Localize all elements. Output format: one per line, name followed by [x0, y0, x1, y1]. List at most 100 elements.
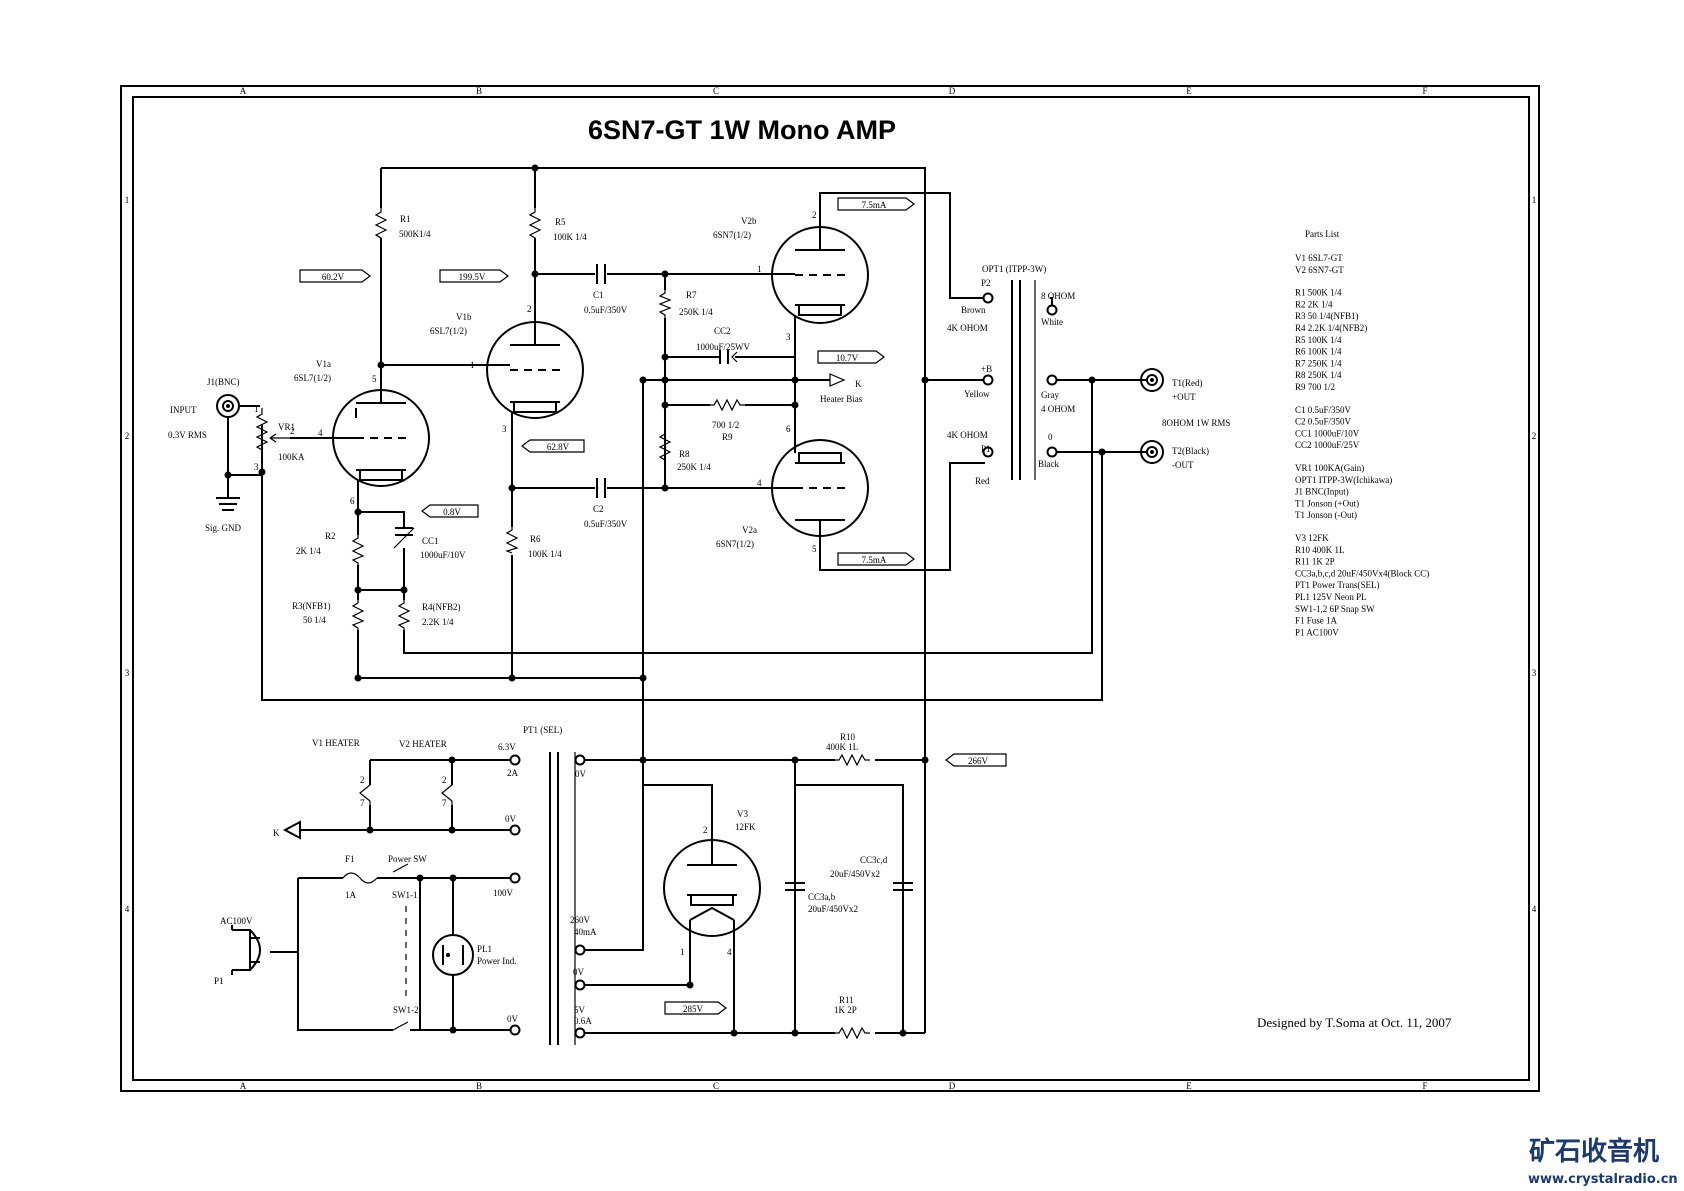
label-cc1-val: 1000uF/10V [420, 550, 466, 560]
junction-dot [448, 756, 456, 764]
junction-dot [791, 376, 799, 384]
terminal [1046, 304, 1058, 316]
label-t1: T1(Red) [1172, 378, 1203, 388]
label-v3-pin4: 4 [727, 947, 732, 957]
label-v1a-pin5: 5 [372, 374, 377, 384]
junction-dot [686, 981, 694, 989]
flag-62v: 62.8V [547, 442, 570, 452]
label-s0v: 0V [575, 769, 587, 779]
parts-list-item: R5 100K 1/4 [1295, 335, 1342, 345]
terminal [574, 979, 586, 991]
junction-dot [449, 1026, 457, 1034]
label-r3-val: 50 1/4 [303, 615, 326, 625]
label-yellow: Yellow [964, 389, 990, 399]
terminal [982, 292, 994, 304]
label-v1b-pin3: 3 [502, 424, 507, 434]
parts-list-item: R8 250K 1/4 [1295, 370, 1342, 380]
label-4k-a: 4K OHOM [947, 323, 988, 333]
label-v2-heater: V2 HEATER [399, 739, 447, 749]
terminal [509, 872, 521, 884]
grid-row-label: 4 [125, 904, 130, 914]
label-r3: R3(NFB1) [292, 601, 331, 611]
label-sig-gnd: Sig. GND [205, 523, 242, 533]
grid-col-label: F [1422, 1081, 1427, 1091]
junction-dot [354, 508, 362, 516]
label-pl1: PL1 [477, 944, 492, 954]
label-heater-bias: Heater Bias [820, 394, 863, 404]
label-v1h-pin2: 2 [360, 775, 365, 785]
label-vr1-pin1: 1 [254, 404, 259, 414]
label-cc2: CC2 [714, 326, 731, 336]
label-out-rms: 8OHOM 1W RMS [1162, 418, 1230, 428]
label-v1h-pin7: 7 [360, 798, 365, 808]
grid-col-label: B [476, 1081, 482, 1091]
terminal [574, 944, 586, 956]
label-black: Black [1038, 459, 1059, 469]
grid-col-label: D [949, 86, 956, 96]
wiring [216, 167, 1148, 1033]
label-ac100v: AC100V [220, 916, 253, 926]
label-v2b-type: 6SN7(1/2) [713, 230, 751, 240]
output-transformer [1011, 280, 1036, 480]
flag-285v: 285V [683, 1004, 704, 1014]
flag-60v: 60.2V [322, 272, 345, 282]
label-v2a-type: 6SN7(1/2) [716, 539, 754, 549]
label-vr1-pin3: 3 [254, 462, 259, 472]
parts-list-item: VR1 100KA(Gain) [1295, 463, 1364, 473]
parts-list-item: C1 0.5uF/350V [1295, 405, 1352, 415]
label-c1-val: 0.5uF/350V [584, 305, 628, 315]
grid-row-label: 4 [1532, 904, 1537, 914]
terminal [509, 1024, 521, 1036]
parts-list-heading: Parts List [1305, 229, 1340, 239]
watermark-cn: 矿石收音机 [1529, 1136, 1659, 1167]
label-v2b-pin2: 2 [812, 210, 817, 220]
label-v1b-pin2: 2 [527, 304, 532, 314]
voltage-flags: 60.2V 199.5V 62.8V 0.8V 10.7V 7.5mA 7.5m… [299, 197, 1007, 1015]
junction-dot [639, 674, 647, 682]
label-p1-plug: P1 [214, 976, 224, 986]
junction-dot [354, 586, 362, 594]
label-red: Red [975, 476, 990, 486]
label-r8: R8 [679, 449, 690, 459]
parts-list-item: CC1 1000uF/10V [1295, 428, 1360, 438]
grid-row-label: 1 [125, 195, 130, 205]
flag-i-top: 7.5mA [862, 200, 887, 210]
junction-dot [921, 756, 929, 764]
label-opt1: OPT1 (ITPP-3W) [982, 264, 1046, 274]
label-zero: 0 [1048, 432, 1053, 442]
grid-col-label: E [1186, 1081, 1192, 1091]
label-vr1: VR1 [278, 422, 295, 432]
label-h63: 6.3V [498, 742, 516, 752]
label-v2b-pin1: 1 [757, 264, 762, 274]
label-f1: F1 [345, 854, 355, 864]
grid-col-label: C [713, 1081, 719, 1091]
junction-dot [377, 361, 385, 369]
junction-dot [400, 586, 408, 594]
label-sw12: SW1-2 [393, 1005, 419, 1015]
label-r11: R11 [839, 995, 854, 1005]
label-sw11: SW1-1 [392, 890, 418, 900]
label-cc1: CC1 [422, 536, 439, 546]
grid-col-label: E [1186, 86, 1192, 96]
label-h2a: 2A [507, 768, 519, 778]
label-cc3ab-val: 20uF/450Vx2 [808, 904, 858, 914]
junction-dot [1088, 376, 1096, 384]
output-jacks [216, 368, 1164, 464]
label-v2b: V2b [741, 216, 757, 226]
label-cc3cd: CC3c,d [860, 855, 888, 865]
grid-row-label: 1 [1532, 195, 1537, 205]
label-r8-val: 250K 1/4 [677, 462, 711, 472]
junction-dot [661, 376, 669, 384]
label-r1: R1 [400, 214, 411, 224]
parts-list-item: R3 50 1/4(NFB1) [1295, 311, 1359, 321]
parts-list-item: R4 2.2K 1/4(NFB2) [1295, 323, 1367, 333]
junction-dot [366, 826, 374, 834]
label-v1b-type: 6SL7(1/2) [430, 326, 467, 336]
parts-list-item: V2 6SN7-GT [1295, 265, 1344, 275]
parts-list-item: V1 6SL7-GT [1295, 253, 1343, 263]
flag-107v: 10.7V [836, 353, 859, 363]
parts-list-item: T1 Jonson (+Out) [1295, 498, 1359, 508]
power-transformer [549, 752, 576, 1045]
label-c2-val: 0.5uF/350V [584, 519, 628, 529]
junctions [224, 164, 1106, 1037]
